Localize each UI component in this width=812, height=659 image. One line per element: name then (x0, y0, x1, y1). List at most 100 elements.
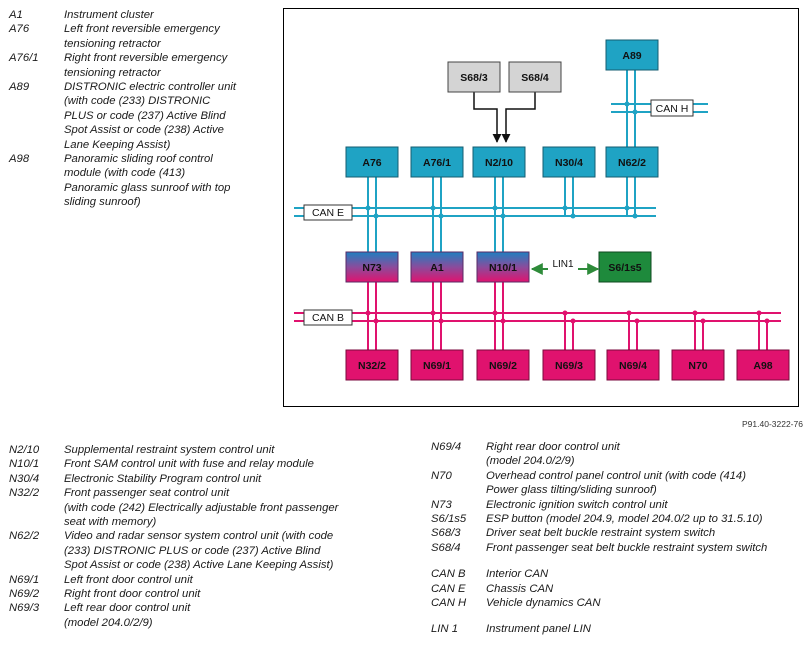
legend-description: Driver seat belt buckle restraint system… (486, 527, 716, 540)
node-n62-2: N62/2 (605, 146, 659, 178)
legend-item: CAN H Vehicle dynamics CAN (431, 596, 811, 610)
legend-description: Left rear door control unit (model 204.0… (64, 602, 191, 629)
legend-description: Chassis CAN (486, 582, 554, 595)
node-n69-3: N69/3 (542, 349, 596, 381)
legend-item: A98 Panoramic sliding roof control module… (9, 152, 279, 210)
legend-code: N10/1 (9, 458, 40, 471)
can-h-dots (624, 101, 638, 115)
node-a76: A76 (345, 146, 399, 178)
node-n70: N70 (671, 349, 725, 381)
can-e-bus (294, 207, 656, 217)
legend-item: N32/2 Front passenger seat control unit (… (9, 486, 409, 529)
svg-text:N69/2: N69/2 (489, 360, 517, 372)
svg-text:CAN B: CAN B (312, 312, 344, 324)
svg-text:CAN E: CAN E (312, 207, 344, 219)
can-h-links (626, 70, 636, 147)
legend-description: Instrument cluster (64, 9, 154, 21)
svg-text:N69/4: N69/4 (619, 360, 647, 372)
node-s68-4: S68/4 (508, 61, 562, 93)
svg-text:N69/1: N69/1 (423, 360, 451, 372)
legend-code: N30/4 (9, 472, 40, 485)
legend-description: Electronic Stability Program control uni… (64, 472, 262, 485)
legend-code: N2/10 (9, 444, 40, 456)
svg-text:N70: N70 (688, 360, 707, 372)
switch-wires (473, 91, 536, 143)
legend-code: CAN H (431, 597, 467, 610)
legend-item: S68/4 Front passenger seat belt buckle re… (431, 541, 811, 555)
legend-description: Left front door control unit (64, 573, 193, 586)
legend-code: A76 (9, 23, 30, 36)
legend-description: Overhead control panel control unit (wit… (486, 469, 746, 497)
svg-text:S6/1s5: S6/1s5 (608, 262, 641, 274)
node-n73: N73 (345, 251, 399, 283)
svg-text:CAN H: CAN H (656, 103, 689, 115)
node-n69-4: N69/4 (606, 349, 660, 381)
legend-code: A76/1 (9, 52, 39, 65)
legend-code: N62/2 (9, 530, 40, 543)
legend-description: Left front reversible emergency tensioni… (64, 23, 220, 50)
legend-code: N69/3 (9, 602, 40, 615)
legend-item: S68/3 Driver seat belt buckle restraint s… (431, 526, 811, 540)
legend-description: DISTRONIC electric controller unit (with… (64, 81, 237, 151)
svg-text:N69/3: N69/3 (555, 360, 583, 372)
can-h-label: CAN H (650, 99, 694, 117)
legend-bottom-right: N69/4 Right rear door control unit (model… (431, 440, 811, 637)
legend-description: Front passenger seat control unit (with … (64, 487, 339, 529)
svg-text:S68/4: S68/4 (521, 72, 549, 84)
legend-code: N70 (431, 469, 452, 482)
legend-description: Interior CAN (486, 568, 549, 581)
node-n32-2: N32/2 (345, 349, 399, 381)
node-n30-4: N30/4 (542, 146, 596, 178)
legend-item: A76 Left front reversible emergency tensi… (9, 22, 279, 51)
can-b-dots (365, 310, 770, 324)
legend-code: S68/3 (431, 527, 461, 540)
legend-code: N32/2 (9, 487, 40, 500)
legend-description: ESP button (model 204.9, model 204.0/2 u… (486, 513, 763, 526)
legend-description: Front passenger seat belt buckle restrai… (486, 541, 768, 554)
svg-text:N62/2: N62/2 (618, 157, 646, 169)
node-a98: A98 (736, 349, 790, 381)
legend-item: N69/1 Left front door control unit (9, 573, 409, 587)
legend-item: N62/2 Video and radar sensor system contr… (9, 529, 409, 572)
legend-description: Right front door control unit (64, 588, 201, 601)
legend-code: A1 (9, 9, 23, 21)
legend-code: N73 (431, 498, 452, 511)
legend-code: S68/4 (431, 541, 461, 554)
legend-code: A98 (9, 153, 30, 166)
legend-code: N69/2 (9, 588, 40, 601)
legend-description: Panoramic sliding roof control module (w… (64, 153, 231, 209)
legend-item: A1 Instrument cluster (9, 8, 279, 22)
node-a1: A1 (410, 251, 464, 283)
svg-text:N32/2: N32/2 (358, 360, 386, 372)
svg-text:N73: N73 (362, 262, 381, 274)
svg-text:N2/10: N2/10 (485, 157, 513, 169)
svg-text:A76/1: A76/1 (423, 157, 451, 169)
legend-code: N69/4 (431, 441, 462, 453)
legend-code: N69/1 (9, 573, 40, 586)
legend-item: N69/4 Right rear door control unit (model… (431, 440, 811, 469)
network-diagram: LIN1 CAN H CAN E CAN B S68/3 S68/4 A89 A… (283, 8, 799, 407)
legend-item: N30/4 Electronic Stability Program contro… (9, 472, 409, 486)
legend-code: CAN E (431, 582, 466, 595)
lin1-label: LIN1 (552, 259, 574, 270)
svg-text:A98: A98 (753, 360, 772, 372)
svg-text:A89: A89 (622, 50, 641, 62)
legend-item: N70 Overhead control panel control unit (… (431, 469, 811, 498)
can-e-dots (365, 205, 638, 219)
svg-text:S68/3: S68/3 (460, 72, 488, 84)
figure-id: P91.40-3222-76 (742, 419, 803, 429)
node-n69-1: N69/1 (410, 349, 464, 381)
legend-description: Video and radar sensor system control un… (64, 530, 334, 572)
legend-description: Vehicle dynamics CAN (486, 597, 601, 610)
node-n10-1: N10/1 (476, 251, 530, 283)
legend-description: Right rear door control unit (model 204.… (486, 441, 620, 468)
legend-description: Front SAM control unit with fuse and rel… (64, 458, 314, 471)
